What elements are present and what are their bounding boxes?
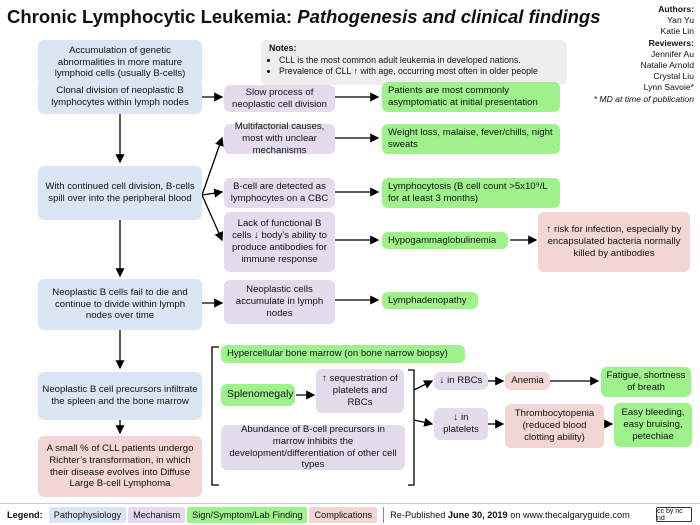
box-infection-risk: ↑ risk for infection, especially by enca…	[538, 212, 690, 272]
arrow	[413, 380, 434, 391]
box-cbc-lymphocytes: B-cell are detected as lymphocytes on a …	[224, 178, 335, 208]
author-name: Yan Yu	[667, 15, 694, 26]
arrow	[413, 417, 434, 427]
notes-box: Notes: CLL is the most common adult leuk…	[261, 40, 567, 85]
box-lack-functional-b-cells: Lack of functional B cells ↓ body’s abil…	[224, 212, 335, 272]
publish-date: June 30, 2019	[447, 509, 508, 520]
arrow	[201, 136, 224, 196]
authors-note: * MD at time of publication	[593, 93, 694, 104]
box-lymphocytosis: Lymphocytosis (B cell count >5x10⁹/L for…	[382, 178, 560, 208]
legend-complications: Complications	[309, 506, 378, 523]
republished-text: Re-Published June 30, 2019 on www.thecal…	[390, 509, 630, 520]
box-peripheral-spill: With continued cell division, B-cells sp…	[38, 166, 202, 220]
box-weight-loss: Weight loss, malaise, fever/chills, nigh…	[382, 124, 560, 154]
note-item: CLL is the most common adult leukemia in…	[279, 55, 559, 67]
reviewer-name: Jennifer Au	[651, 48, 694, 59]
box-hypogammaglobulinemia: Hypogammaglobulinemia	[382, 232, 508, 249]
box-platelet-decrease: ↓ in platelets	[434, 408, 488, 440]
reviewer-name: Natalie Arnold	[640, 60, 694, 71]
box-fatigue: Fatigue, shortness of breath	[601, 367, 691, 397]
reviewer-name: Lynn Savoie*	[643, 82, 694, 93]
box-rbc-decrease: ↓ in RBCs	[434, 372, 488, 390]
box-lymphadenopathy: Lymphadenopathy	[382, 292, 478, 309]
box-easy-bleeding: Easy bleeding, easy bruising, petechiae	[614, 403, 692, 447]
author-name: Katie Lin	[660, 26, 694, 37]
arrow	[201, 194, 223, 242]
arrows-layer	[115, 60, 614, 486]
arrow	[201, 188, 224, 198]
box-clonal-division: Clonal division of neoplastic B lymphocy…	[38, 80, 202, 114]
box-thrombocytopenia: Thrombocytopenia (reduced blood clotting…	[505, 404, 604, 448]
legend-divider	[383, 506, 385, 523]
legend-mechanism: Mechanism	[128, 506, 186, 523]
legend-bar: Legend: Pathophysiology Mechanism Sign/S…	[0, 503, 700, 525]
note-item: Prevalence of CLL ↑ with age, occurring …	[279, 66, 559, 78]
box-asymptomatic: Patients are most commonly asymptomatic …	[382, 82, 560, 112]
legend-label: Legend:	[7, 509, 43, 520]
reviewers-label: Reviewers:	[648, 37, 694, 48]
bracket	[211, 346, 219, 486]
box-richter-transformation: A small % of CLL patients undergo Richte…	[38, 436, 202, 497]
title-main: Chronic Lymphocytic Leukemia:	[7, 6, 293, 27]
box-fail-to-die: Neoplastic B cells fail to die and conti…	[38, 279, 202, 330]
site-link[interactable]: www.thecalgaryguide.com	[523, 509, 630, 520]
legend-sign-symptom: Sign/Symptom/Lab Finding	[187, 506, 308, 523]
box-splenomegaly: Splenomegaly	[221, 384, 295, 406]
box-accumulate-lymph-nodes: Neoplastic cells accumulate in lymph nod…	[224, 280, 335, 324]
legend-pathophysiology: Pathophysiology	[48, 506, 127, 523]
page-title: Chronic Lymphocytic Leukemia: Pathogenes…	[7, 6, 601, 28]
notes-label: Notes:	[269, 43, 297, 53]
authors-label: Authors:	[658, 4, 694, 14]
box-hypercellular-marrow: Hypercellular bone marrow (on bone narro…	[221, 345, 465, 363]
box-genetic-abnormalities: Accumulation of genetic abnormalities in…	[38, 40, 202, 85]
title-sub: Pathogenesis and clinical findings	[297, 6, 601, 27]
reviewer-name: Crystal Liu	[653, 71, 694, 82]
authors-block: Authors: Yan Yu Katie Lin Reviewers: Jen…	[594, 4, 694, 105]
box-sequestration: ↑ sequestration of platelets and RBCs	[316, 369, 404, 413]
cc-license-icon: cc by nc nd	[656, 507, 692, 522]
box-slow-division: Slow process of neoplastic cell division	[224, 85, 335, 112]
box-precursor-abundance: Abundance of B-cell precursors in marrow…	[221, 424, 405, 470]
bracket	[408, 369, 415, 486]
box-infiltrate-spleen-marrow: Neoplastic B cell precursors infiltrate …	[38, 372, 202, 420]
box-multifactorial: Multifactorial causes, most with unclear…	[224, 121, 335, 156]
box-anemia: Anemia	[505, 372, 550, 390]
